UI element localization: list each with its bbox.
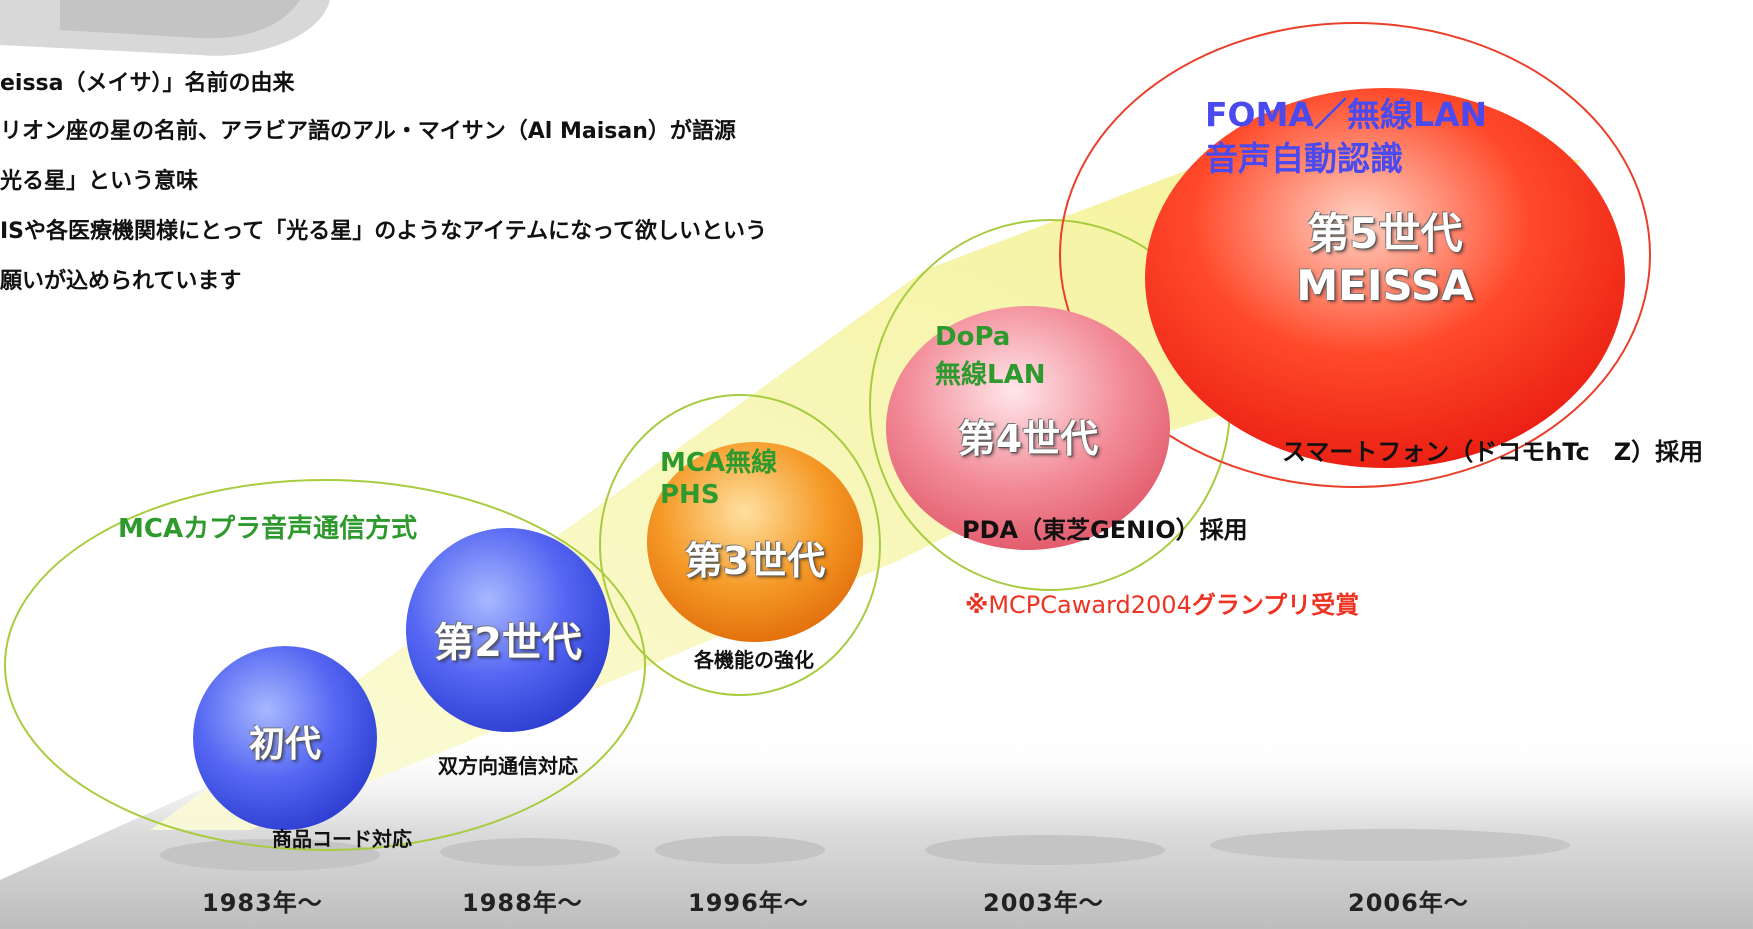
group-label-4-line2: 音声自動認識: [1205, 139, 1403, 178]
award-suffix: グランプリ受賞: [1191, 591, 1360, 619]
gen5-label-line2: MEISSA: [1296, 261, 1474, 310]
intro-line-5: 願いが込められています: [0, 269, 242, 294]
gen1-sphere: [193, 646, 377, 830]
group-outline-2: [599, 394, 881, 696]
gen4-sphere: [886, 306, 1170, 550]
gen5-label-line1: 第5世代: [1307, 209, 1463, 258]
gen1-caption: 商品コード対応: [272, 827, 412, 851]
gen2-sphere: [406, 528, 610, 732]
intro-line-2: リオン座の星の名前、アラビア語のアル・マイサン（Al Maisan）が語源: [0, 119, 736, 144]
gen5-label: 第5世代 MEISSA: [1270, 208, 1500, 312]
group-label-3-line2: 無線LAN: [935, 360, 1046, 390]
gen3-label: 第3世代: [684, 539, 826, 583]
shadow-1988: [440, 838, 620, 866]
gen4-caption: PDA（東芝GENIO）採用: [962, 516, 1248, 544]
shadow-1983: [160, 839, 380, 871]
group-label-2: MCA無線 PHS: [660, 447, 777, 511]
shadow-2006: [1210, 829, 1570, 861]
gen3-caption: 各機能の強化: [694, 648, 814, 672]
award-name: MCPCaward2004: [988, 591, 1192, 619]
shadow-2003: [925, 835, 1165, 865]
group-label-3: DoPa 無線LAN: [935, 318, 1045, 394]
group-label-2-line2: PHS: [660, 480, 720, 510]
award-text: ※MCPCaward2004グランプリ受賞: [965, 585, 1359, 620]
group-label-4-line1: FOMA／無線LAN: [1205, 95, 1488, 134]
gen5-sphere: [1145, 88, 1625, 468]
group-outline-1: [4, 479, 646, 851]
gen4-label: 第4世代: [957, 417, 1099, 461]
year-1988: 1988年～: [462, 889, 583, 917]
group-label-1: MCAカプラ音声通信方式: [118, 514, 418, 544]
gen3-sphere: [647, 442, 863, 642]
gen5-caption: スマートフォン（ドコモhTc Z）採用: [1282, 438, 1704, 466]
group-label-3-line1: DoPa: [935, 322, 1011, 352]
year-2003: 2003年～: [983, 889, 1104, 917]
intro-line-3: 光る星」という意味: [0, 169, 199, 194]
photo-fragment-shade: [60, 0, 300, 39]
gen2-caption: 双方向通信対応: [438, 754, 578, 778]
intro-line-1: eissa（メイサ）」名前の由来: [0, 71, 295, 96]
group-outline-4: [1059, 22, 1651, 488]
group-label-2-line1: MCA無線: [660, 448, 778, 478]
group-label-4: FOMA／無線LAN 音声自動認識: [1205, 93, 1487, 181]
gen2-label: 第2世代: [434, 620, 582, 666]
floor-band: [0, 730, 1753, 929]
award-mark: ※: [965, 591, 989, 619]
intro-line-4: ISや各医療機関様にとって「光る星」のようなアイテムになって欲しいという: [0, 219, 767, 244]
year-2006: 2006年～: [1348, 889, 1469, 917]
shadow-1996: [655, 836, 825, 864]
gen1-label: 初代: [248, 724, 321, 765]
year-1983: 1983年～: [202, 889, 323, 917]
year-1996: 1996年～: [688, 889, 809, 917]
